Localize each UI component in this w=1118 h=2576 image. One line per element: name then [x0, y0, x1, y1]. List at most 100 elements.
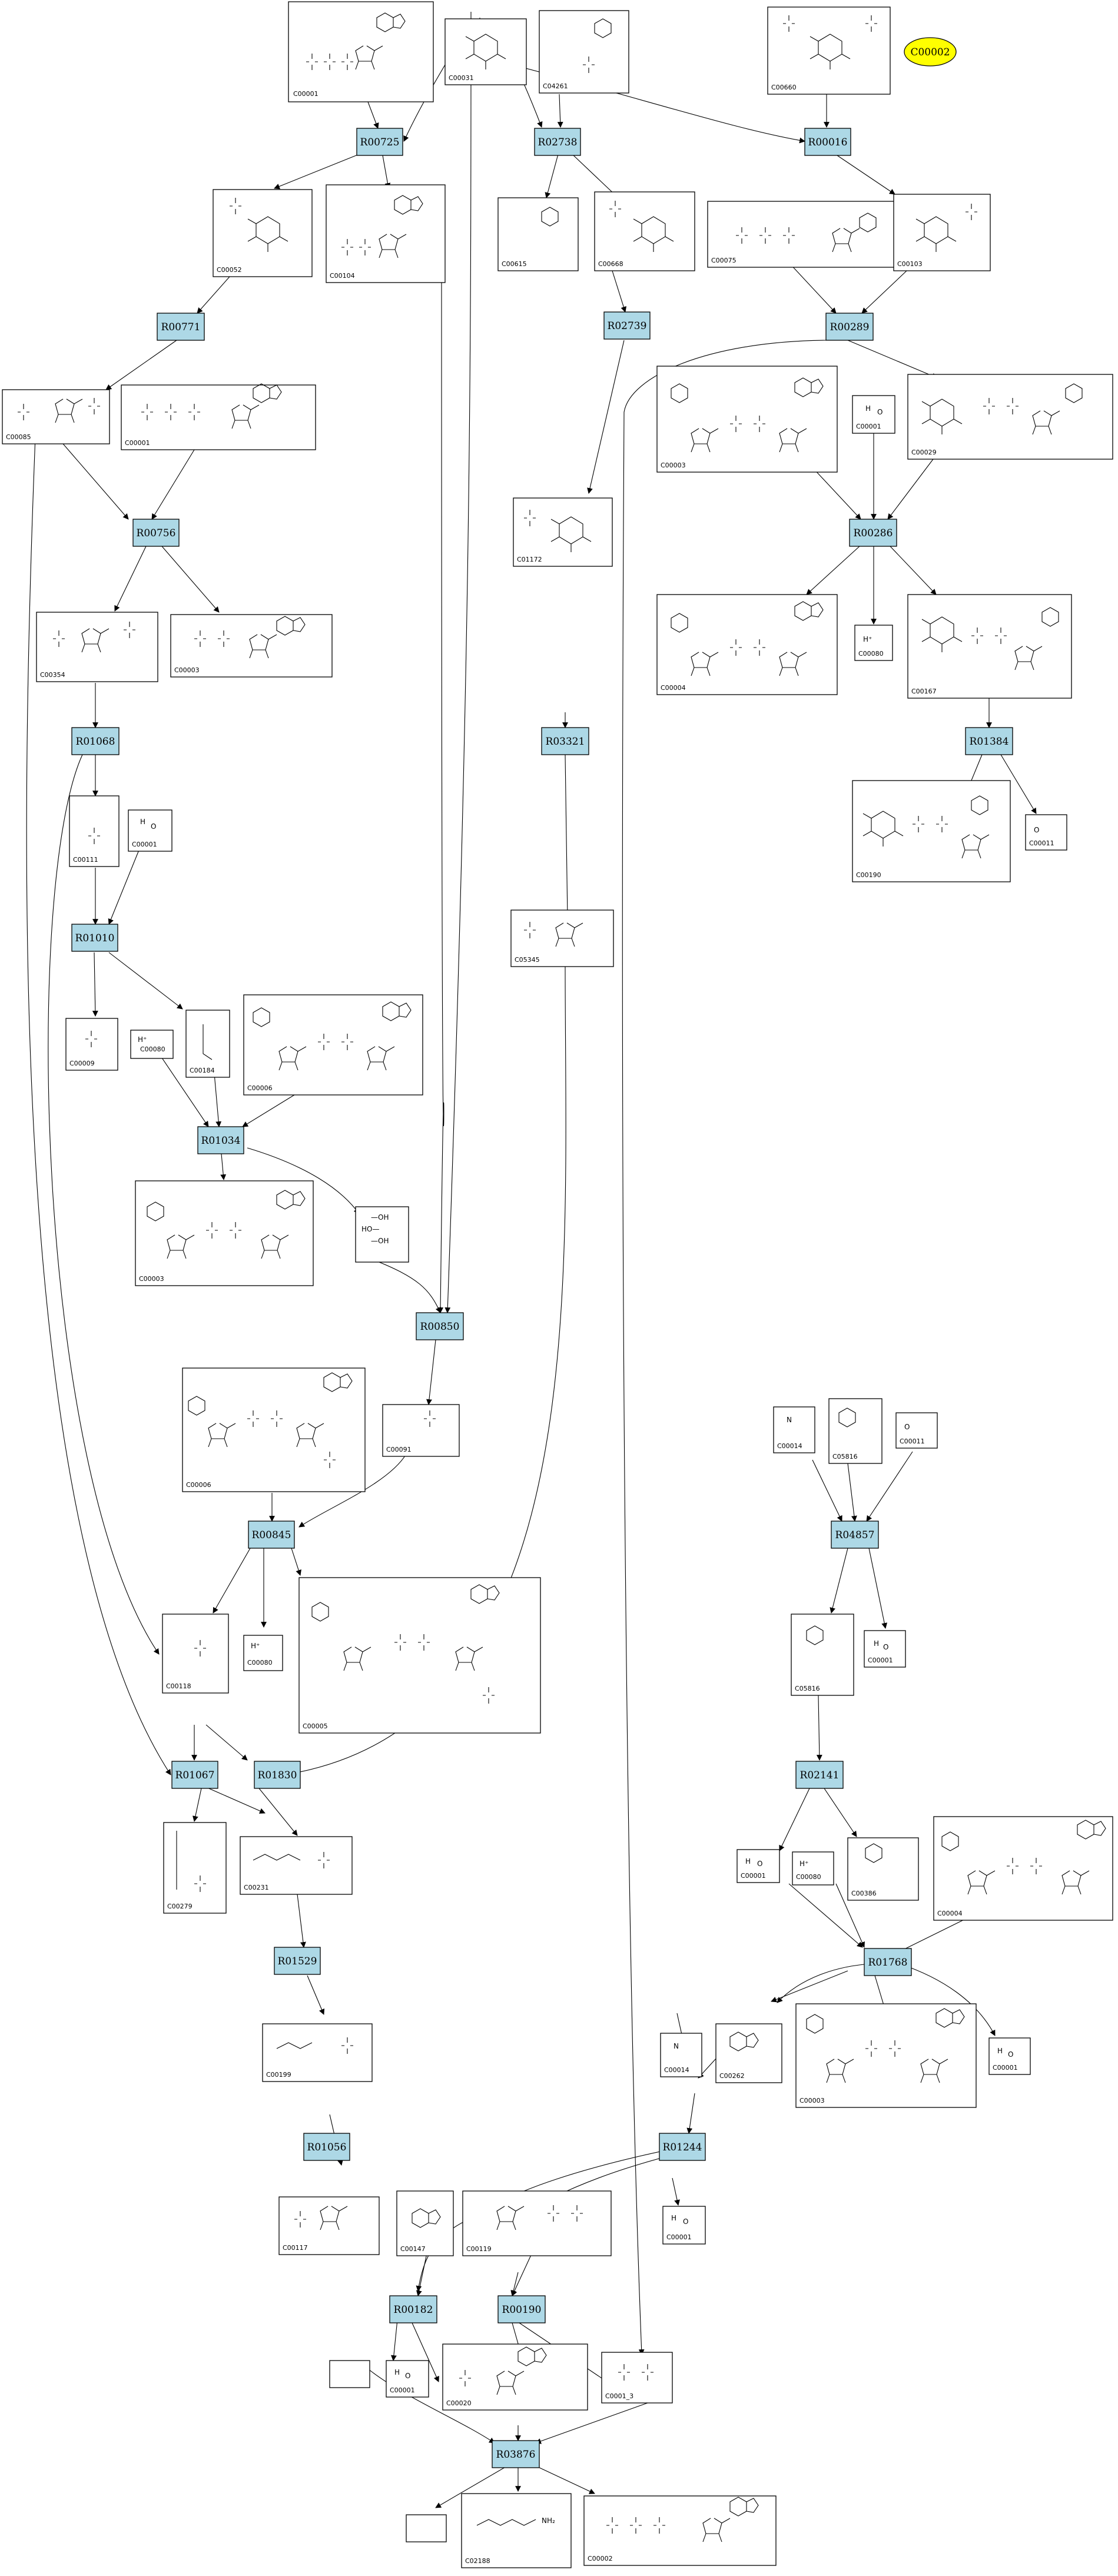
- compound-C05816[interactable]: C05816: [828, 1398, 883, 1464]
- reaction-R01010[interactable]: R01010: [71, 924, 118, 952]
- compound-C00004[interactable]: C00004: [656, 594, 838, 695]
- reaction-R03876[interactable]: R03876: [492, 2440, 540, 2468]
- compound-C00004-b[interactable]: C00004: [933, 1816, 1113, 1921]
- compound-C00279[interactable]: C00279: [163, 1822, 227, 1914]
- compound-C00001-h[interactable]: H O C00001: [662, 2206, 706, 2245]
- compound-C00003[interactable]: C00003: [656, 366, 838, 473]
- compound-C00190[interactable]: C00190: [852, 780, 1011, 882]
- reaction-R04857[interactable]: R04857: [831, 1521, 879, 1549]
- compound-C01172[interactable]: C01172: [513, 497, 613, 567]
- compound-label: C00117: [283, 2244, 308, 2252]
- compound-C00031[interactable]: C00031: [444, 18, 527, 85]
- compound-C00005[interactable]: C00005: [298, 1577, 541, 1734]
- compound-C05345[interactable]: C05345: [510, 909, 614, 967]
- compound-C00014[interactable]: N C00014: [773, 1406, 815, 1453]
- atom: O: [1034, 826, 1039, 834]
- compound-C00615[interactable]: C00615: [497, 197, 579, 271]
- compound-C00117[interactable]: C00117: [278, 2196, 380, 2255]
- compound-C05815[interactable]: C05816: [791, 1614, 854, 1696]
- compound-C00262[interactable]: C00262: [715, 2023, 782, 2083]
- compound-C00080[interactable]: H⁺ C00080: [854, 625, 893, 661]
- compound-C00002[interactable]: C00002: [583, 2495, 777, 2566]
- reaction-R00286[interactable]: R00286: [849, 519, 897, 547]
- compound-C00147[interactable]: C00147: [396, 2190, 454, 2256]
- compound-C00167[interactable]: C00167: [907, 594, 1072, 699]
- compound-C00001-f[interactable]: H O C00001: [737, 1849, 780, 1883]
- compound-C00003-c[interactable]: C00003: [135, 1180, 314, 1286]
- compound-C00354[interactable]: C00354: [36, 612, 158, 682]
- compound-label: C05345: [515, 956, 540, 964]
- compound-C00009[interactable]: C00009: [65, 1018, 118, 1071]
- compound-C00118[interactable]: C00118: [162, 1614, 229, 1694]
- reaction-R00725[interactable]: R00725: [356, 128, 403, 156]
- compound-C04261[interactable]: C04261: [539, 10, 629, 94]
- reaction-R00182[interactable]: R00182: [389, 2295, 437, 2323]
- compound-C00199[interactable]: C00199: [262, 2023, 373, 2082]
- reaction-R01768[interactable]: R01768: [864, 1948, 912, 1976]
- reaction-R01068[interactable]: R01068: [71, 727, 120, 755]
- reaction-R00756[interactable]: R00756: [132, 519, 180, 547]
- compound-label: C00111: [73, 856, 98, 864]
- compound-C00001-i[interactable]: H O C00001: [386, 2360, 429, 2398]
- compound-label: C00003: [799, 2097, 825, 2104]
- atom: HO—: [361, 1225, 379, 1233]
- reaction-R00190[interactable]: R00190: [497, 2295, 546, 2323]
- reaction-R02141[interactable]: R02141: [795, 1761, 844, 1789]
- compound-C00668[interactable]: C00668: [594, 191, 695, 271]
- reaction-R02739[interactable]: R02739: [603, 311, 651, 340]
- compound-C00029[interactable]: C00029: [907, 374, 1113, 460]
- compound-C02188[interactable]: NH₂ C02188: [461, 2493, 572, 2568]
- compound-C00104[interactable]: C00104: [326, 184, 446, 283]
- atom: H⁺: [863, 635, 872, 643]
- compound-C00011-b[interactable]: O C00011: [895, 1412, 938, 1449]
- reaction-label: R00725: [360, 137, 400, 148]
- compound-C00001-b[interactable]: C00001: [121, 383, 316, 450]
- compound-C00119[interactable]: C00119: [462, 2190, 612, 2256]
- compound-label: C00080: [796, 1873, 821, 1881]
- compound-C00013[interactable]: C0001_3: [601, 2352, 673, 2404]
- reaction-R00289[interactable]: R00289: [825, 313, 874, 341]
- reaction-R01384[interactable]: R01384: [965, 727, 1013, 755]
- reaction-R01034[interactable]: R01034: [197, 1126, 244, 1154]
- compound-C00660[interactable]: C00660: [767, 6, 891, 95]
- reaction-R00016[interactable]: R00016: [804, 128, 851, 156]
- compound-C00386[interactable]: C00386: [847, 1837, 919, 1901]
- reaction-R01056[interactable]: R01056: [303, 2133, 350, 2161]
- compound-C00001-c[interactable]: H O C00001: [852, 395, 895, 434]
- compound-C00014-b[interactable]: N C00014: [660, 2033, 702, 2077]
- compound-C00103[interactable]: C00103: [893, 194, 991, 271]
- reaction-R00771[interactable]: R00771: [157, 313, 205, 341]
- reaction-R03321[interactable]: R03321: [541, 727, 589, 755]
- compound-C00001-d[interactable]: H O C00001: [128, 809, 172, 852]
- reaction-R00845[interactable]: R00845: [248, 1521, 295, 1549]
- compound-C00111[interactable]: C00111: [69, 795, 120, 867]
- compound-C00080-c[interactable]: H⁺ C00080: [243, 1635, 283, 1671]
- reaction-R01830[interactable]: R01830: [254, 1761, 301, 1789]
- compound-C00001-e[interactable]: H O C00001: [864, 1630, 906, 1668]
- compound-C00080-d[interactable]: H⁺ C00080: [792, 1851, 834, 1885]
- compound-C00184[interactable]: C00184: [185, 1010, 230, 1078]
- compound-C00085[interactable]: C00085: [2, 389, 110, 444]
- compound-C00006[interactable]: C00006: [243, 994, 423, 1096]
- compound-C00081[interactable]: C00001: [288, 1, 434, 102]
- compound-C00003-d[interactable]: C00003: [795, 2003, 977, 2108]
- compound-C00001-g[interactable]: H O C00001: [988, 2037, 1031, 2075]
- reaction-R01067[interactable]: R01067: [171, 1761, 218, 1789]
- compound-blank-1[interactable]: [329, 2360, 370, 2388]
- compound-C00006-b[interactable]: C00006: [182, 1367, 366, 1492]
- compound-C00091[interactable]: C00091: [382, 1404, 460, 1457]
- reaction-R01244[interactable]: R01244: [659, 2133, 706, 2161]
- compound-C00116[interactable]: —OH HO— —OH: [355, 1206, 409, 1263]
- compound-blank-2[interactable]: [406, 2514, 447, 2542]
- compound-C00003-b[interactable]: C00003: [170, 614, 333, 678]
- reaction-R01529[interactable]: R01529: [274, 1947, 321, 1975]
- compound-C00002-highlight[interactable]: C00002: [904, 37, 957, 67]
- reaction-R02738[interactable]: R02738: [534, 128, 581, 156]
- compound-C00231[interactable]: C00231: [240, 1836, 353, 1895]
- reaction-R00850[interactable]: R00850: [416, 1312, 464, 1340]
- compound-C00020[interactable]: C00020: [442, 2343, 588, 2411]
- compound-C00080-b[interactable]: H⁺ C00080: [130, 1030, 174, 1059]
- compound-C00052[interactable]: C00052: [213, 189, 313, 277]
- compound-C00075[interactable]: C00075: [707, 201, 900, 268]
- compound-C00011[interactable]: O C00011: [1025, 814, 1067, 851]
